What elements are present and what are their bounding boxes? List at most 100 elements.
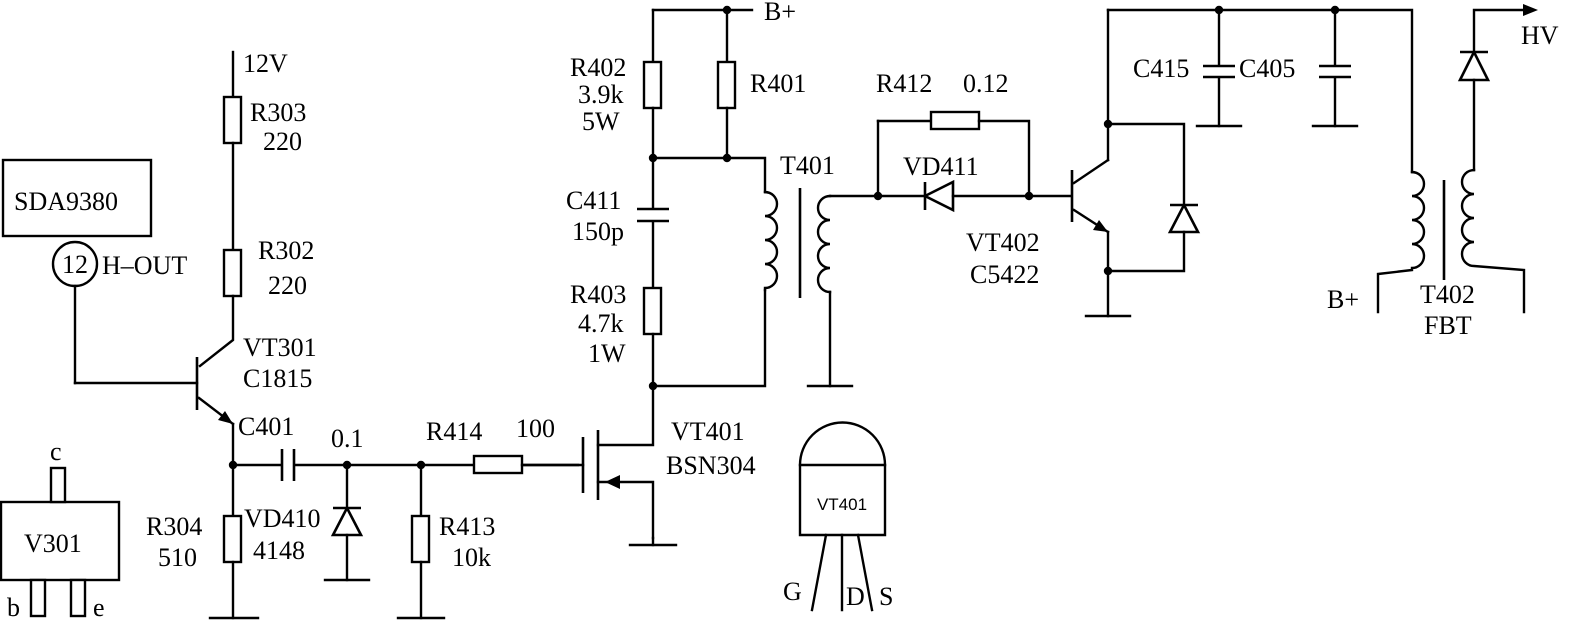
label-vt401: VT401 [671, 417, 745, 446]
bplus-rail [651, 5, 754, 64]
label-r413: R413 [439, 512, 495, 541]
label-c401-value: 0.1 [331, 424, 364, 453]
label-pin-b: b [7, 593, 20, 622]
label-r403-power: 1W [588, 339, 626, 368]
label-r412-value: 0.12 [963, 69, 1009, 98]
label-r412: R412 [876, 69, 932, 98]
supply-12v-branch [198, 50, 243, 368]
label-r302-value: 220 [268, 271, 307, 300]
label-t402: T402 [1420, 280, 1475, 309]
ic-sda9380-box [1, 158, 153, 238]
label-h-out: H–OUT [102, 251, 187, 280]
label-c1815: C1815 [243, 364, 312, 393]
label-pin-e: e [93, 593, 105, 622]
package-v301 [0, 466, 121, 618]
diode-vd411 [922, 179, 955, 213]
transistor-vt402 [1070, 8, 1201, 318]
label-pin-c: c [50, 437, 62, 466]
resistor-r401 [716, 60, 737, 110]
emitter-arrow-icon [1093, 220, 1108, 232]
label-r402-value: 3.9k [578, 80, 624, 109]
label-c401: C401 [238, 412, 294, 441]
t402-secondary-winding [1460, 168, 1526, 314]
v301-pin-c [49, 466, 67, 504]
mosfet-vt401 [520, 384, 678, 547]
label-fbt: FBT [1424, 311, 1472, 340]
resistor-r402 [642, 60, 663, 110]
label-pin-s: S [879, 582, 893, 611]
label-c411: C411 [566, 186, 621, 215]
label-bsn304: BSN304 [666, 451, 756, 480]
label-vd411: VD411 [903, 152, 979, 181]
label-r303: R303 [250, 98, 306, 127]
resistor-r304 [222, 514, 243, 564]
label-r403-value: 4.7k [578, 309, 624, 338]
label-c405: C405 [1239, 54, 1295, 83]
label-t401: T401 [780, 151, 835, 180]
resistor-r413 [410, 514, 431, 564]
diode-vd410-branch [323, 463, 371, 582]
t402-primary-winding [1376, 170, 1426, 314]
label-vd410-value: 4148 [253, 536, 305, 565]
vt401-body [798, 421, 887, 537]
label-r402-power: 5W [582, 107, 620, 136]
label-pin-d: D [846, 582, 865, 611]
label-r304-value: 510 [158, 543, 197, 572]
junction-dot [873, 191, 883, 201]
label-pin-12: 12 [62, 250, 88, 279]
label-r302: R302 [258, 236, 314, 265]
v301-body [0, 500, 121, 582]
damper-diode [1167, 202, 1201, 234]
hv-arrow-icon [1523, 4, 1538, 16]
label-c411-value: 150p [572, 217, 624, 246]
label-vt402: VT402 [966, 228, 1040, 257]
junction-dot [722, 153, 732, 163]
label-pin-g: G [783, 577, 802, 606]
label-hv: HV [1521, 21, 1559, 50]
transistor-vt301 [73, 357, 235, 467]
ic-sda9380 [1, 158, 153, 385]
label-vt301: VT301 [243, 333, 317, 362]
junction-dot [1103, 266, 1113, 276]
junction-dot [1103, 119, 1113, 129]
v301-pin-b [29, 578, 47, 618]
resistor-r302 [222, 248, 243, 298]
resistor-r414 [472, 454, 524, 475]
label-bplus: B+ [764, 0, 796, 26]
t401-secondary-winding [816, 194, 832, 294]
junction-dot [722, 5, 732, 15]
label-r402: R402 [570, 53, 626, 82]
label-bplus-t402: B+ [1327, 285, 1359, 314]
label-r413-value: 10k [452, 543, 491, 572]
mosfet-arrow-icon [605, 475, 620, 489]
label-r414: R414 [426, 417, 482, 446]
label-c415: C415 [1133, 54, 1189, 83]
resistor-r304-branch [208, 463, 260, 620]
transformer-t402 [1376, 4, 1538, 314]
resistor-r412 [929, 110, 981, 131]
resistor-r413-branch [396, 463, 446, 620]
label-r403: R403 [570, 280, 626, 309]
v301-pin-e [69, 578, 87, 618]
label-r401: R401 [750, 69, 806, 98]
label-sda9380: SDA9380 [14, 187, 118, 216]
vd411-r412-network [873, 110, 1072, 213]
resistor-r303 [222, 95, 243, 145]
emitter-arrow-icon [218, 411, 233, 424]
hv-diode [1457, 49, 1491, 82]
top-rail-capacitors [1106, 5, 1414, 174]
package-vt401 [798, 421, 887, 612]
junction-dot [1024, 191, 1034, 201]
t401-primary-winding [763, 190, 779, 292]
capacitor-c411 [637, 156, 669, 290]
label-r304: R304 [146, 512, 202, 541]
label-v301: V301 [24, 529, 82, 558]
label-r303-value: 220 [263, 127, 302, 156]
label-c5422: C5422 [970, 260, 1039, 289]
resistor-r403 [642, 286, 663, 336]
label-vd410: VD410 [244, 504, 321, 533]
label-package-vt401: VT401 [817, 495, 867, 514]
label-r414-value: 100 [516, 414, 555, 443]
label-12v: 12V [243, 49, 288, 78]
